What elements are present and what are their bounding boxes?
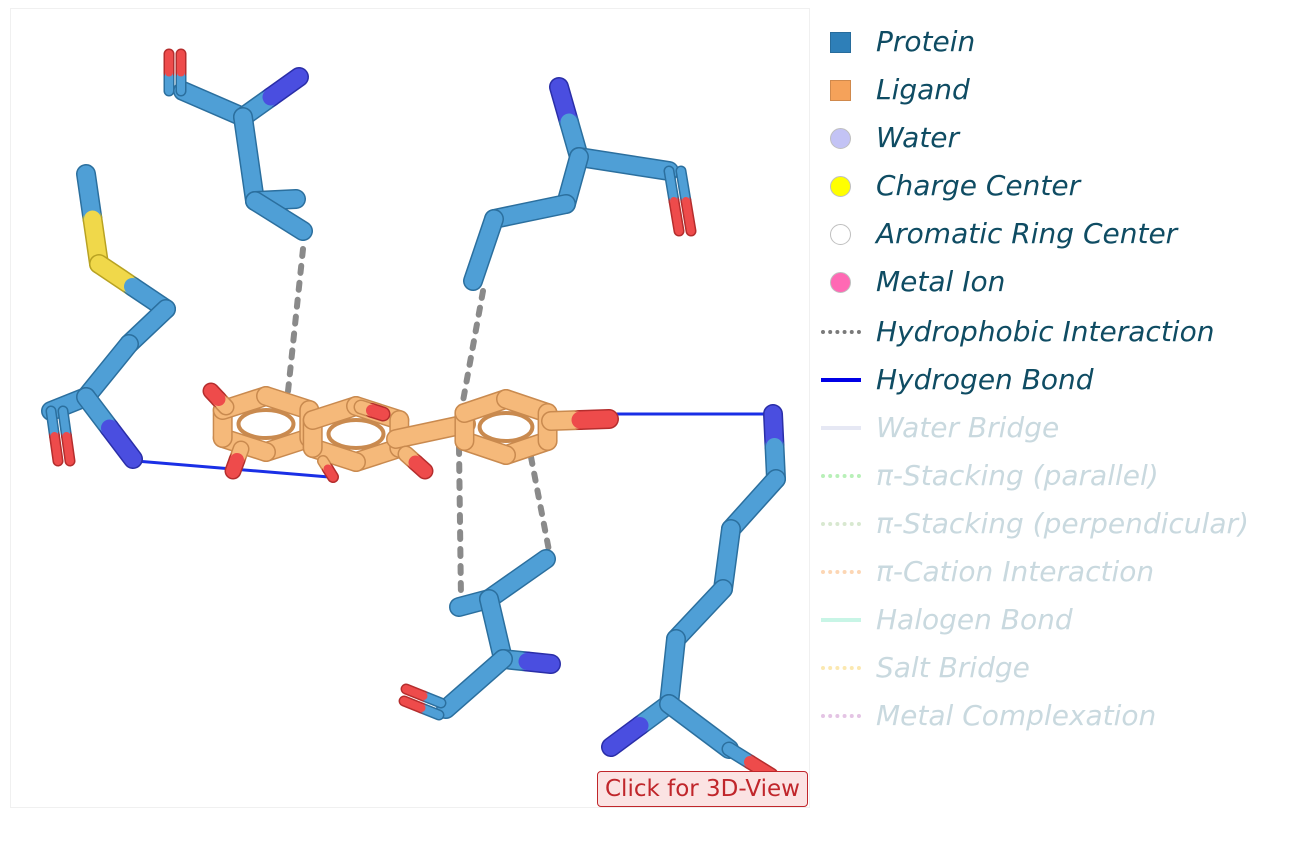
legend-label: Hydrogen Bond (876, 363, 1094, 396)
interaction-diagram (41, 48, 786, 783)
legend-label: π-Stacking (perpendicular) (876, 507, 1249, 540)
legend-item-salt-bridge[interactable]: Salt Bridge (818, 648, 1298, 688)
view-3d-button[interactable]: Click for 3D-View (597, 771, 808, 807)
legend-item-metal-ion[interactable]: Metal Ion (818, 262, 1298, 302)
protein-bond (400, 697, 426, 712)
protein-bond (234, 108, 264, 210)
protein-bond (665, 167, 678, 205)
hydrophobic-contact (456, 444, 464, 602)
ligand-bond (571, 410, 618, 429)
protein-bond (437, 650, 512, 718)
protein-bond (480, 550, 555, 608)
hydrophobic-contact (460, 288, 486, 404)
protein-bond (77, 335, 138, 406)
legend-item-hydrophobic-interaction[interactable]: Hydrophobic Interaction (818, 312, 1298, 352)
ligand-bond (323, 464, 338, 482)
protein-bond (402, 685, 428, 700)
protein-bond (714, 520, 740, 598)
protein-bond (464, 210, 503, 290)
legend-item-water-bridge[interactable]: Water Bridge (818, 408, 1298, 448)
protein-bond (722, 470, 785, 538)
legend-label: Protein (876, 25, 976, 58)
legend-item-protein[interactable]: Protein (818, 22, 1298, 62)
legend-swatch-dotted-icon (821, 666, 861, 670)
legend-item-ligand[interactable]: Ligand (818, 70, 1298, 110)
legend-item-pi-stacking-perpendicular[interactable]: π-Stacking (perpendicular) (818, 504, 1298, 544)
protein-bond (50, 432, 62, 465)
protein-bond (62, 432, 74, 465)
legend-swatch-line-icon (821, 426, 861, 430)
legend-item-pi-cation-interaction[interactable]: π-Cation Interaction (818, 552, 1298, 592)
legend-label: Aromatic Ring Center (876, 217, 1178, 250)
protein-bond (262, 68, 308, 106)
structure-viewer[interactable] (10, 8, 810, 808)
protein-bond (602, 717, 649, 756)
ligand-bond (408, 455, 432, 478)
protein-bond (47, 407, 59, 440)
ligand-bond (366, 404, 389, 420)
legend-swatch-circle-icon (830, 176, 851, 197)
legend-swatch-dotted-icon (821, 330, 861, 334)
ligand-bond (387, 415, 475, 448)
legend-label: π-Stacking (parallel) (876, 459, 1159, 492)
legend-label: Metal Complexation (876, 699, 1157, 732)
ligand-bond (204, 384, 226, 406)
legend-label: Water Bridge (876, 411, 1060, 444)
legend-item-charge-center[interactable]: Charge Center (818, 166, 1298, 206)
hydrophobic-contact (528, 454, 554, 564)
legend-swatch-circle-icon (830, 272, 851, 293)
legend-swatch-circle-icon (830, 224, 851, 245)
ligand-ring-c-aromatic (326, 418, 386, 450)
protein-bond (518, 653, 560, 673)
legend-item-pi-stacking-parallel[interactable]: π-Stacking (parallel) (818, 456, 1298, 496)
legend-label: π-Cation Interaction (876, 555, 1155, 588)
legend-swatch-dotted-icon (821, 474, 861, 478)
protein-bond (682, 197, 695, 235)
protein-bond (677, 167, 690, 205)
protein-bond (480, 590, 512, 668)
legend-label: Hydrophobic Interaction (876, 315, 1215, 348)
legend-label: Halogen Bond (876, 603, 1073, 636)
protein-bond (660, 630, 685, 713)
legend-label: Water (876, 121, 960, 154)
legend-label: Metal Ion (876, 265, 1006, 298)
protein-bond (660, 695, 738, 758)
protein-bond (670, 197, 683, 235)
legend-label: Charge Center (876, 169, 1081, 202)
legend-label: Ligand (876, 73, 970, 106)
protein-bond (101, 419, 142, 468)
legend-swatch-dotted-icon (821, 570, 861, 574)
legend-swatch-square-icon (830, 80, 851, 101)
legend-label: Salt Bridge (876, 651, 1030, 684)
protein-bond (174, 82, 252, 126)
protein-bond (59, 407, 71, 440)
protein-bond (570, 148, 678, 180)
ligand-bond (226, 453, 244, 478)
ligand-ring-b-aromatic (477, 411, 535, 443)
legend-item-water[interactable]: Water (818, 118, 1298, 158)
protein-bond (485, 195, 575, 228)
legend-swatch-dotted-icon (821, 522, 861, 526)
hydrophobic-contact (284, 246, 306, 404)
ligand-ring-a-aromatic (236, 408, 296, 440)
legend-swatch-line-icon (821, 618, 861, 622)
legend-swatch-square-icon (830, 32, 851, 53)
protein-bond (667, 580, 732, 648)
legend-item-aromatic-ring-center[interactable]: Aromatic Ring Center (818, 214, 1298, 254)
legend-swatch-line-icon (821, 378, 861, 382)
legend-swatch-dotted-icon (821, 714, 861, 718)
protein-bond (246, 192, 312, 240)
legend-item-metal-complexation[interactable]: Metal Complexation (818, 696, 1298, 736)
legend-item-hydrogen-bond[interactable]: Hydrogen Bond (818, 360, 1298, 400)
legend-swatch-circle-icon (830, 128, 851, 149)
legend-item-halogen-bond[interactable]: Halogen Bond (818, 600, 1298, 640)
